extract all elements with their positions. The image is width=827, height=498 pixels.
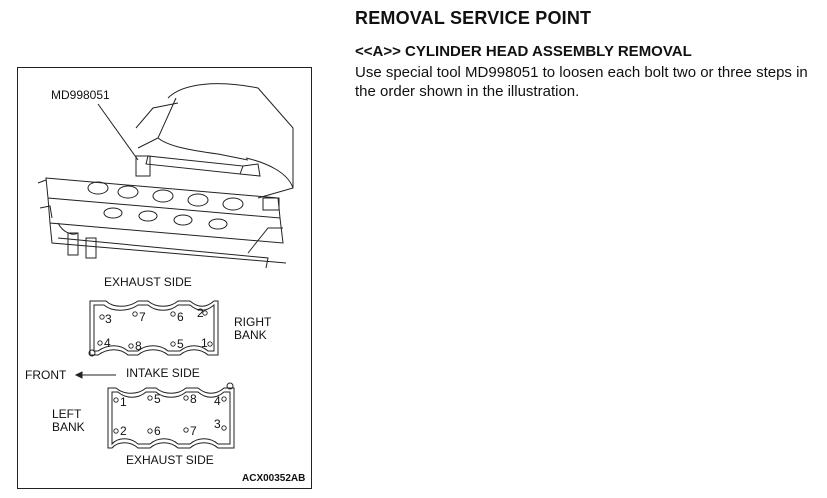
engine-illustration	[37, 83, 294, 449]
exhaust-side-label-bottom: EXHAUST SIDE	[126, 453, 214, 467]
bolt-number: 2	[120, 424, 127, 438]
tool-leader-line	[97, 103, 139, 161]
bolt-number: 6	[154, 424, 161, 438]
bolt-number: 8	[135, 339, 142, 353]
bolt-number: 6	[177, 310, 184, 324]
bolt-number: 7	[139, 310, 146, 324]
bolt-number: 4	[214, 394, 221, 408]
right-bank-bolt-holes	[97, 310, 213, 349]
left-bank-bolt-holes	[113, 395, 227, 434]
bolt-number: 4	[104, 336, 111, 350]
bolt-number: 5	[154, 392, 161, 406]
tool-label: MD998051	[51, 88, 110, 102]
section-heading: <<A>> CYLINDER HEAD ASSEMBLY REMOVAL	[355, 43, 692, 60]
front-label: FRONT	[25, 368, 67, 382]
bolt-number: 1	[120, 395, 127, 409]
exhaust-side-label-top: EXHAUST SIDE	[104, 275, 192, 289]
illustration-figure: MD998051 EXHAUST SIDE RIGHT BANK FRONT I…	[17, 67, 312, 489]
right-bank-label-line2: BANK	[234, 328, 267, 342]
left-bank-label-line2: BANK	[52, 420, 85, 434]
bolt-number: 8	[190, 392, 197, 406]
left-bank-gasket	[107, 382, 235, 449]
page-title: REMOVAL SERVICE POINT	[355, 8, 592, 28]
bolt-number: 1	[201, 336, 208, 350]
bolt-number: 2	[197, 306, 204, 320]
front-arrow-icon	[74, 371, 116, 379]
figure-code: ACX00352AB	[242, 473, 306, 484]
bolt-number: 3	[105, 312, 112, 326]
bolt-number: 3	[214, 417, 221, 431]
engine-sketch	[37, 83, 294, 269]
bolt-number: 5	[177, 337, 184, 351]
left-bank-label-line1: LEFT	[52, 407, 82, 421]
intake-side-label: INTAKE SIDE	[126, 366, 200, 380]
right-bank-label-line1: RIGHT	[234, 315, 272, 329]
right-bank-gasket	[88, 300, 219, 357]
bolt-number: 7	[190, 424, 197, 438]
instruction-text: Use special tool MD998051 to loosen each…	[355, 64, 808, 100]
